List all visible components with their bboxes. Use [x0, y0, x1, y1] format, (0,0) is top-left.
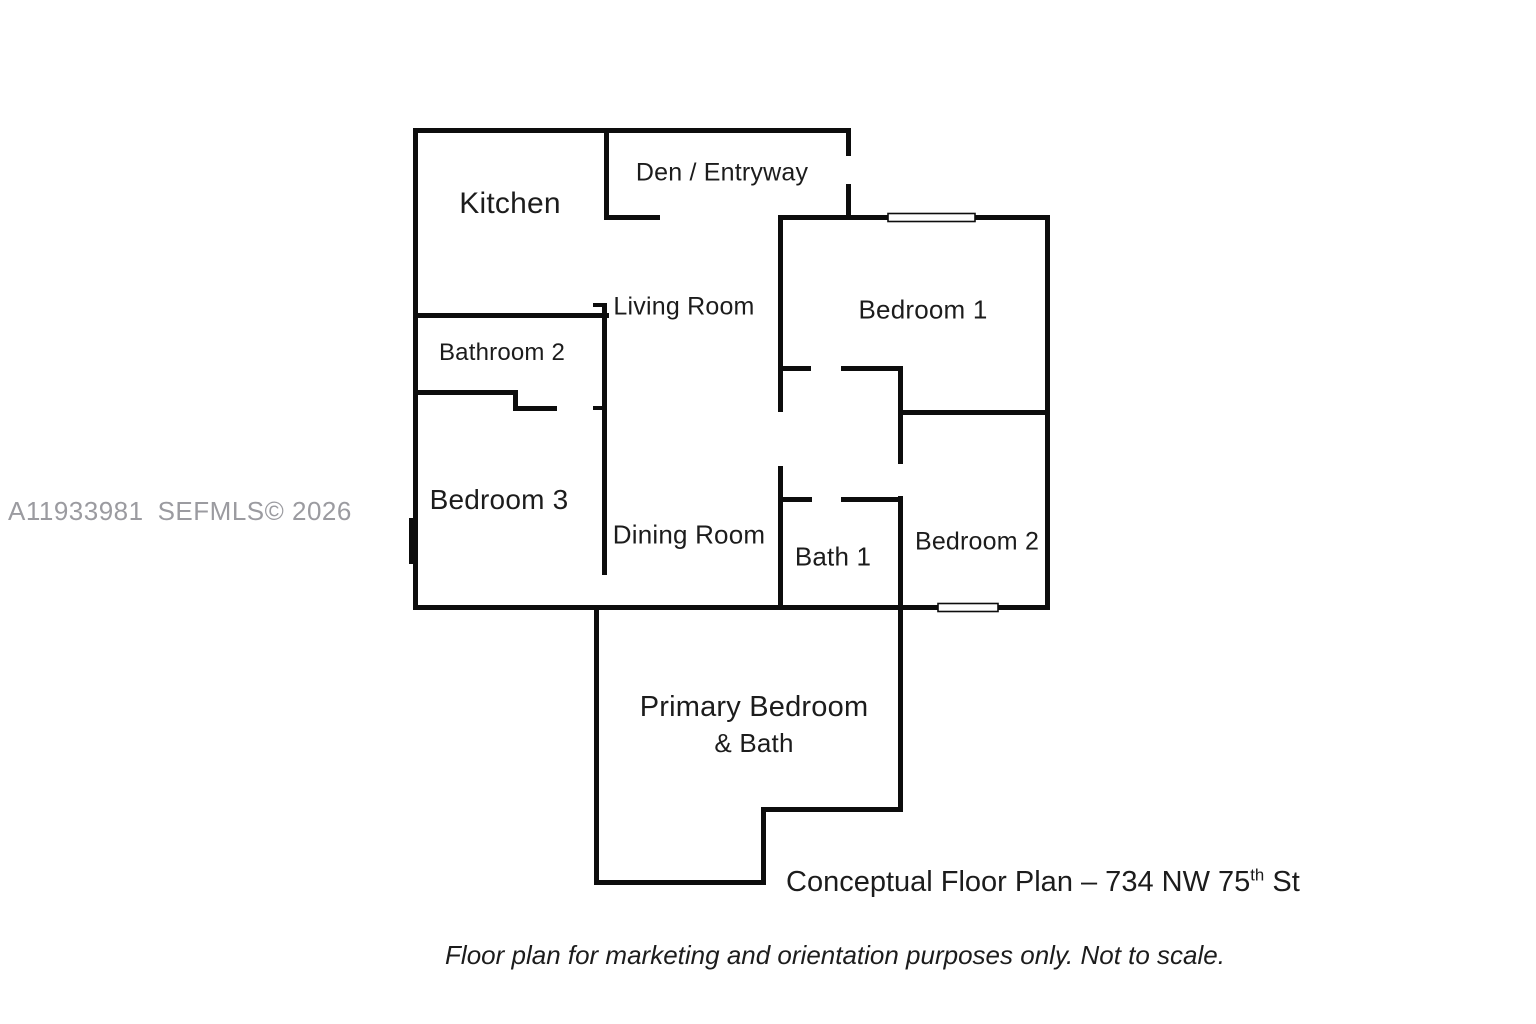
- wall-kitchen-den-divider: [604, 128, 609, 220]
- door-jamb-bedroom3: [593, 406, 604, 410]
- room-label-dining-room: Dining Room: [612, 519, 766, 550]
- room-label-living-room: Living Room: [613, 292, 755, 321]
- wall-primary-step-horizontal: [761, 807, 903, 812]
- caption-ordinal-suffix: th: [1250, 865, 1265, 885]
- room-label-bedroom-2: Bedroom 2: [914, 527, 1040, 556]
- wall-living-tick-upper: [593, 303, 603, 307]
- primary-bedroom-line2: & Bath: [714, 728, 794, 758]
- wall-top-outer: [413, 128, 851, 133]
- wall-bedroom1-left: [778, 215, 783, 412]
- room-label-primary-bedroom: Primary Bedroom & Bath: [640, 688, 869, 760]
- plan-disclaimer: Floor plan for marketing and orientation…: [445, 940, 1225, 970]
- wall-bedroom2-top: [898, 410, 1050, 415]
- wall-left-outer: [413, 128, 418, 610]
- room-label-bedroom-3: Bedroom 3: [429, 484, 569, 515]
- watermark-listing-id: A11933981: [8, 496, 144, 526]
- mls-watermark: A11933981 SEFMLS© 2026: [8, 496, 352, 527]
- wall-bottom-right: [998, 605, 1050, 610]
- watermark-mls-text: SEFMLS© 2026: [157, 496, 352, 526]
- plan-caption: Conceptual Floor Plan – 734 NW 75th St: [786, 866, 1300, 899]
- room-label-kitchen: Kitchen: [459, 187, 561, 220]
- room-label-bathroom-2: Bathroom 2: [438, 339, 566, 366]
- wall-primary-left: [594, 605, 599, 885]
- wall-bedroom1-top-right: [975, 215, 1050, 220]
- wall-hall-bedroom1-right: [841, 366, 903, 371]
- wall-bathroom2-bottom: [413, 390, 518, 395]
- window-bedroom1: [887, 212, 976, 223]
- caption-text: Conceptual Floor Plan – 734 NW 75: [786, 866, 1251, 898]
- wall-bedroom3-left-thick: [409, 518, 418, 564]
- wall-bath1-top-right: [841, 497, 903, 502]
- room-label-bedroom-1: Bedroom 1: [858, 294, 988, 325]
- caption-text-end: St: [1264, 866, 1300, 898]
- wall-bedroom2-left-lower-primary-right: [898, 496, 903, 810]
- wall-primary-bottom: [594, 880, 766, 885]
- wall-bedroom1-top-left: [778, 215, 888, 220]
- room-label-den-entryway: Den / Entryway: [635, 158, 809, 187]
- wall-primary-step-vertical: [761, 807, 766, 885]
- wall-den-right-upper: [846, 128, 851, 156]
- wall-bathroom2-step-horizontal: [513, 406, 557, 411]
- window-bedroom2: [937, 602, 999, 613]
- wall-hall-bedroom1-left: [778, 366, 811, 371]
- wall-bathroom2-step-vertical: [513, 390, 518, 411]
- wall-bottom-left: [413, 605, 938, 610]
- wall-bath1-top-left: [778, 497, 812, 502]
- wall-den-right-lower: [846, 184, 851, 220]
- wall-hall-left-lower: [778, 466, 783, 610]
- room-label-bath-1: Bath 1: [794, 541, 872, 572]
- wall-den-bottom: [604, 215, 660, 220]
- wall-living-room: [602, 303, 607, 575]
- wall-bathroom2-top: [413, 313, 609, 318]
- primary-bedroom-line1: Primary Bedroom: [639, 691, 869, 723]
